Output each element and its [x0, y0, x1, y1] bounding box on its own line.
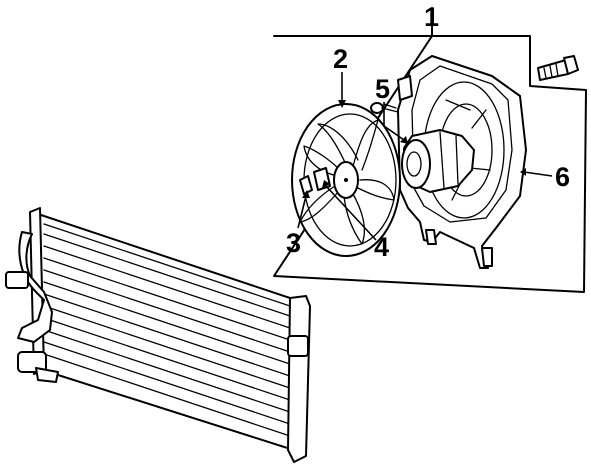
callout-labels: 1 2 3 4 5 6 [286, 2, 570, 262]
assembly-outline [273, 7, 587, 293]
leader-lines [297, 72, 553, 241]
condenser [5, 207, 311, 463]
callout-6: 6 [555, 162, 570, 192]
callout-5: 5 [375, 74, 390, 104]
callout-4: 4 [374, 232, 389, 262]
callout-2: 2 [333, 44, 348, 74]
bolt [537, 55, 579, 81]
clip [299, 175, 313, 195]
callout-1: 1 [424, 2, 439, 32]
fan-motor [401, 129, 475, 193]
callout-3: 3 [286, 228, 301, 258]
